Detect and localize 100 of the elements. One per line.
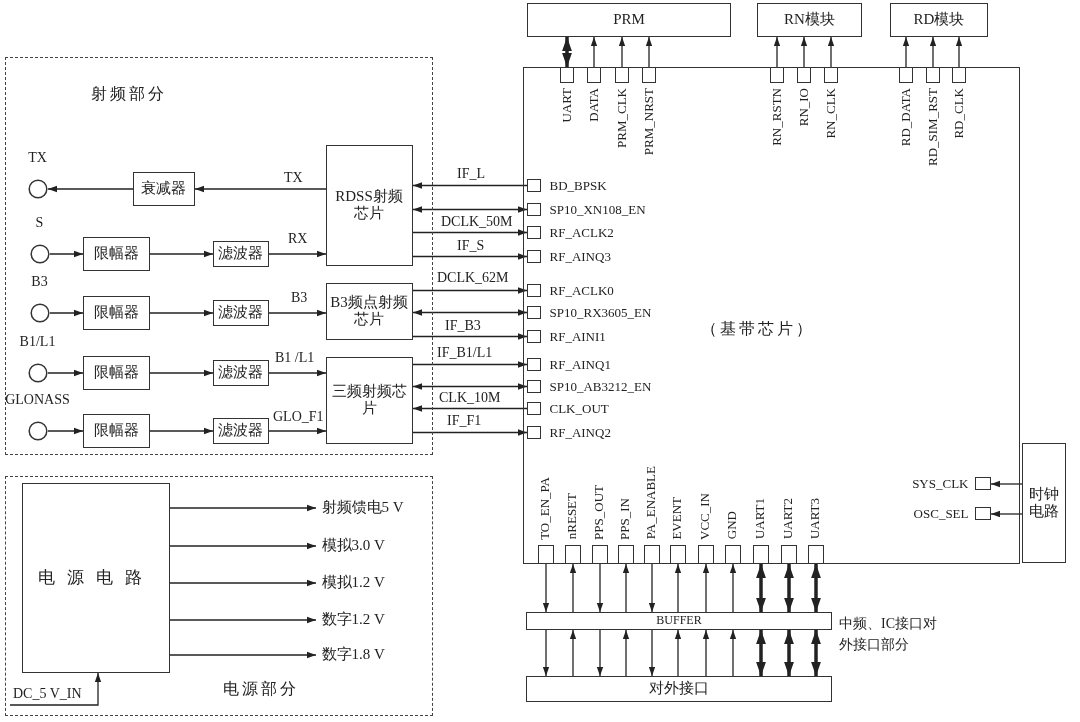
region-title: 电源部分 [223, 681, 299, 697]
pin-label: PRM_NRST [641, 87, 655, 155]
buffer-bar: BUFFER [526, 612, 832, 630]
edge-label: IF_S [456, 238, 486, 254]
voltage-label: 模拟1.2 V [315, 572, 428, 593]
block-box: 限幅器 [82, 355, 150, 390]
arrow [902, 36, 910, 68]
arrow [645, 36, 653, 68]
pin-label: RD_SIM_RST [925, 87, 939, 166]
arrow [596, 563, 604, 613]
arrow [596, 629, 604, 677]
dashed-region [5, 57, 433, 455]
arrow [47, 369, 84, 377]
arrow [47, 427, 84, 435]
arrow [648, 563, 656, 613]
block-box: 衰减器 [132, 171, 195, 206]
arrow [49, 309, 84, 317]
arrow [412, 429, 528, 436]
arrow [149, 427, 214, 435]
arrow [47, 185, 134, 193]
arrow [149, 250, 214, 258]
pin-label: SP10_RX3605_EN [549, 305, 652, 319]
arrow [674, 629, 682, 677]
block-box: 滤波器 [212, 240, 269, 267]
pin-label: BD_BPSK [549, 178, 607, 192]
pin-label: RF_AINI1 [549, 329, 606, 343]
edge-label: GLO_F1 [272, 409, 325, 425]
chip-box: 三频射频芯片 [325, 356, 413, 444]
arrow [412, 309, 528, 316]
arrow [990, 510, 1023, 518]
chip-box: B3频点射频芯片 [325, 282, 413, 340]
pin-label: nRESET [564, 493, 578, 540]
edge-label: DC_5 V_IN [12, 686, 83, 702]
pin-label: RF_AINQ1 [549, 357, 611, 371]
arrow [412, 182, 528, 189]
pin-label: UART2 [780, 498, 794, 540]
antenna-label: TX [28, 150, 47, 165]
pin-label: RN_RSTN [769, 87, 783, 146]
pin-label: RF_ACLK0 [549, 283, 614, 297]
pin-label: GND [724, 511, 738, 540]
antenna-label: S [35, 215, 44, 230]
arrow [569, 563, 577, 613]
arrow [827, 36, 835, 68]
block-box: 限幅器 [82, 413, 150, 448]
pin-label: CLK_OUT [549, 401, 609, 415]
arrow [622, 629, 630, 677]
arrow [412, 361, 528, 368]
arrow [169, 579, 317, 587]
edge-label: IF_L [456, 166, 486, 182]
pin-label: EVENT [669, 496, 683, 540]
module-box: RD模块 [890, 3, 988, 37]
arrow [169, 542, 317, 550]
arrow [811, 630, 821, 676]
antenna-label: B3 [31, 274, 48, 289]
arrow [169, 504, 317, 512]
pin-label: PRM_CLK [614, 87, 628, 148]
arrow [756, 564, 766, 612]
arrow [811, 564, 821, 612]
arrow [149, 309, 214, 317]
arrow [412, 229, 528, 236]
arrow [412, 253, 528, 260]
voltage-label: 数字1.8 V [315, 644, 428, 665]
arrow [990, 480, 1023, 488]
pin-label: DATA [586, 87, 600, 122]
arrow [702, 629, 710, 677]
arrow [800, 36, 808, 68]
pin-label: RN_IO [796, 87, 810, 126]
pin-label: VCC_IN [697, 492, 711, 540]
arrow [756, 630, 766, 676]
arrow [9, 672, 102, 706]
pin-label: RF_AINQ2 [549, 425, 611, 439]
module-box: RN模块 [757, 3, 862, 37]
pin-label: SP10_XN108_EN [549, 202, 646, 216]
block-box: 滤波器 [212, 359, 269, 386]
pin-label: PA_ENABLE [643, 466, 657, 540]
pin-label: PPS_IN [617, 497, 631, 540]
pin-label: UART1 [752, 498, 766, 540]
arrow [268, 250, 327, 258]
antenna-label: GLONASS [5, 392, 70, 407]
edge-label: IF_B3 [444, 318, 482, 334]
arrow [674, 563, 682, 613]
edge-label: DCLK_50M [440, 214, 514, 230]
arrow [412, 333, 528, 340]
edge-label: IF_F1 [446, 413, 483, 429]
arrow [773, 36, 781, 68]
antenna-label: B1/L1 [19, 334, 56, 349]
pin-label: UART3 [807, 498, 821, 540]
arrow [784, 564, 794, 612]
dashed-region [5, 476, 433, 716]
arrow [784, 630, 794, 676]
arrow [729, 629, 737, 677]
arrow [702, 563, 710, 613]
arrow [729, 563, 737, 613]
voltage-label: 模拟3.0 V [315, 535, 428, 556]
module-box: PRM [527, 3, 731, 37]
voltage-label: 数字1.2 V [315, 609, 428, 630]
edge-label: DCLK_62M [436, 270, 510, 286]
pin-label: RD_DATA [898, 87, 912, 146]
arrow [268, 309, 327, 317]
block-box: 限幅器 [82, 295, 150, 330]
